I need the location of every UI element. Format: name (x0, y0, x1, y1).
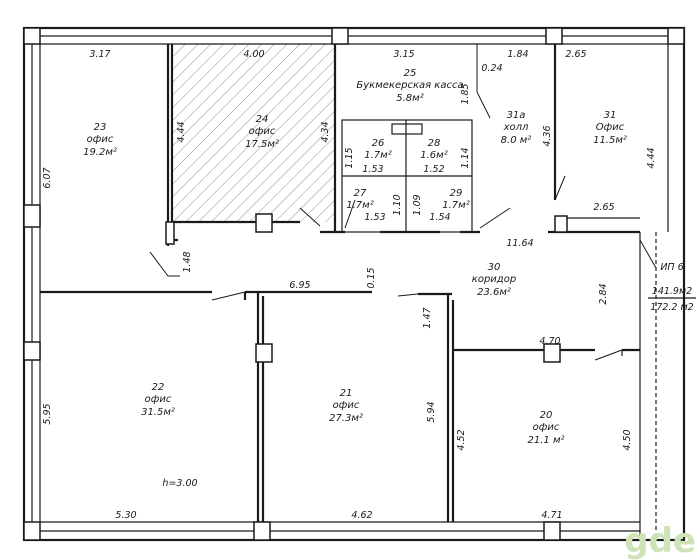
room-31a-name: холл (503, 122, 529, 133)
room-30-number: 30 (488, 262, 501, 273)
watermark-logo: gde (624, 521, 696, 560)
ip-label: ИП 6 (660, 262, 683, 273)
dim-1-54: 1.54 (429, 212, 450, 223)
dim-1-48: 1.48 (182, 251, 193, 272)
dim-4-62: 4.62 (351, 510, 372, 521)
dim-0-24: 0.24 (481, 63, 502, 74)
dim-5-95: 5.95 (42, 403, 53, 424)
room-24-area: 17.5м² (245, 139, 279, 150)
room-27-number: 27 (354, 188, 367, 199)
dim-1-53-lower: 1.53 (364, 212, 385, 223)
room-24-name: офис (249, 126, 276, 137)
dim-3-17: 3.17 (89, 49, 110, 60)
room-28-number: 28 (428, 138, 441, 149)
room-20-number: 20 (540, 410, 553, 421)
dim-4-44-right: 4.44 (646, 147, 657, 168)
dim-4-36: 4.36 (542, 125, 553, 146)
room-21-area: 27.3м² (329, 413, 363, 424)
total-area-1: 141.9м2 (652, 286, 692, 297)
room-24-hatch (172, 44, 335, 222)
dim-5-94: 5.94 (426, 401, 437, 422)
room-29-area: 1.7м² (442, 200, 469, 211)
room-30-area: 23.6м² (477, 287, 511, 298)
dim-4-50: 4.50 (622, 429, 633, 450)
plan-notes: ИП 6 141.9м2 172.2 м2 h=3.00 (162, 262, 696, 489)
room-31a-number: 31а (507, 110, 526, 121)
room-20-area: 21.1 м² (528, 435, 565, 446)
room-25-name: Букмекерская касса (356, 80, 463, 91)
dim-1-53-upper: 1.53 (362, 164, 383, 175)
dim-1-14: 1.14 (460, 147, 471, 168)
dim-4-70: 4.70 (539, 336, 560, 347)
room-23-area: 19.2м² (83, 147, 117, 158)
room-25-area: 5.8м² (396, 93, 423, 104)
dim-1-84: 1.84 (507, 49, 528, 60)
room-31a-area: 8.0 м² (501, 135, 532, 146)
room-23-name: офис (87, 134, 114, 145)
outer-walls (22, 26, 686, 542)
interior-walls (40, 44, 640, 522)
dim-11-64: 11.64 (506, 238, 533, 249)
room-22-area: 31.5м² (141, 407, 175, 418)
room-29-number: 29 (450, 188, 463, 199)
room-23-number: 23 (94, 122, 107, 133)
dim-1-52: 1.52 (423, 164, 444, 175)
dim-1-10: 1.10 (392, 194, 403, 215)
dim-4-44-left: 4.44 (176, 121, 187, 142)
room-30-name: коридор (472, 274, 516, 285)
dim-6-07: 6.07 (42, 167, 53, 188)
room-22-name: офис (145, 394, 172, 405)
room-24-number: 24 (256, 114, 269, 125)
dim-0-15: 0.15 (366, 267, 377, 288)
dim-3-15: 3.15 (393, 49, 414, 60)
dim-1-09: 1.09 (412, 194, 423, 215)
dim-4-34: 4.34 (320, 121, 331, 142)
columns (23, 27, 685, 541)
room-31-area: 11.5м² (593, 135, 627, 146)
dim-1-85: 1.85 (460, 83, 471, 104)
dim-4-52: 4.52 (456, 429, 467, 450)
dim-2-65-bottom: 2.65 (593, 202, 614, 213)
dim-4-00: 4.00 (243, 49, 264, 60)
room-21-number: 21 (340, 388, 353, 399)
room-25-number: 25 (404, 68, 417, 79)
room-20-name: офис (533, 422, 560, 433)
room-26-number: 26 (372, 138, 385, 149)
room-31-number: 31 (604, 110, 617, 121)
dim-1-15: 1.15 (344, 147, 355, 168)
room-27-area: 1.7м² (346, 200, 373, 211)
room-labels: 23 офис 19.2м² 24 офис 17.5м² 25 Букмеке… (83, 68, 627, 446)
dimension-labels: 3.17 4.00 3.15 1.84 2.65 0.24 1.85 4.44 … (42, 49, 657, 521)
room-26-area: 1.7м² (364, 150, 391, 161)
ceiling-height: h=3.00 (162, 478, 197, 489)
dim-1-47: 1.47 (422, 307, 433, 328)
room-28-area: 1.6м² (420, 150, 447, 161)
dim-4-71: 4.71 (541, 510, 562, 521)
room-21-name: офис (333, 400, 360, 411)
dim-5-30: 5.30 (115, 510, 136, 521)
doors (149, 44, 657, 361)
dim-2-65-top: 2.65 (565, 49, 586, 60)
dim-2-84: 2.84 (598, 283, 609, 304)
windows (31, 35, 668, 532)
total-area-2: 172.2 м2 (650, 302, 693, 313)
room-31-name: Офис (596, 122, 625, 133)
dim-6-95: 6.95 (289, 280, 310, 291)
room-22-number: 22 (152, 382, 165, 393)
